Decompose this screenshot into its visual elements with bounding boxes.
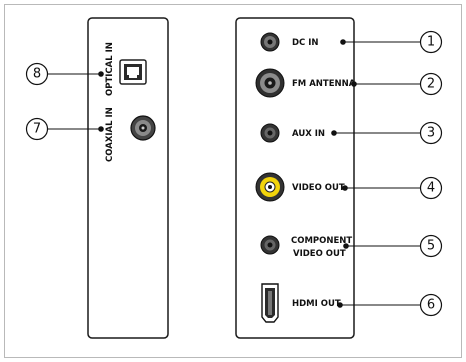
hdmi-out-port — [261, 283, 279, 323]
callout-8-number: 8 — [33, 67, 41, 82]
callout-6-number: 6 — [427, 298, 435, 313]
coaxial-in-port — [130, 115, 156, 141]
aux-in-label: AUX IN — [292, 129, 325, 139]
dc-in-port — [260, 32, 280, 52]
callout-7: 7 — [25, 117, 104, 141]
video-out-port — [255, 172, 285, 202]
callout-2: 2 — [351, 72, 443, 96]
callout-3: 3 — [331, 121, 443, 145]
hdmi-out-label: HDMI OUT — [292, 299, 341, 309]
callout-7-number: 7 — [33, 122, 41, 137]
dc-in-label: DC IN — [292, 38, 319, 48]
callout-2-number: 2 — [427, 77, 435, 92]
callout-4-number: 4 — [427, 181, 435, 196]
optical-in-port — [119, 59, 147, 85]
left-connector-panel — [87, 17, 169, 339]
fm-antenna-label: FM ANTENNA — [292, 79, 356, 89]
fm-antenna-port — [255, 68, 285, 98]
aux-in-port — [260, 123, 280, 143]
right-connector-panel — [235, 17, 355, 339]
callout-8: 8 — [25, 62, 104, 86]
component-video-out-port — [260, 235, 280, 255]
callout-6: 6 — [337, 293, 443, 317]
callout-5: 5 — [343, 234, 443, 258]
optical-in-label: OPTICAL IN — [105, 42, 115, 96]
callout-4: 4 — [342, 176, 443, 200]
callout-5-number: 5 — [427, 239, 435, 254]
coaxial-in-label: COAXIAL IN — [105, 107, 115, 162]
callout-1-number: 1 — [427, 35, 435, 50]
callout-1: 1 — [340, 30, 443, 54]
video-out-label: VIDEO OUT — [292, 183, 345, 193]
diagram-frame — [4, 4, 462, 358]
component-label-line1: COMPONENT — [291, 236, 352, 246]
component-label-line2: VIDEO OUT — [293, 249, 346, 259]
callout-3-number: 3 — [427, 126, 435, 141]
